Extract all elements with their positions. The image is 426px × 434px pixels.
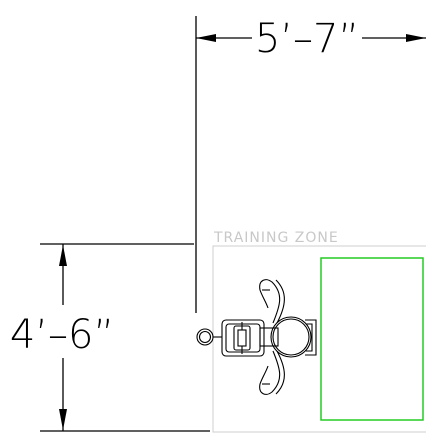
width-arrow-right bbox=[406, 34, 426, 42]
machine-top-view-icon bbox=[196, 279, 317, 395]
training-zone-label: TRAINING ZONE bbox=[213, 230, 339, 246]
height-arrow-bottom bbox=[59, 409, 67, 430]
width-dimension-label: 5’–7” bbox=[255, 16, 359, 62]
width-dimension: 5’–7” bbox=[195, 16, 426, 313]
training-zone: TRAINING ZONE bbox=[212, 230, 426, 433]
height-arrow-top bbox=[59, 245, 67, 266]
training-zone-border bbox=[212, 245, 426, 433]
equipment-footprint bbox=[320, 257, 424, 421]
height-dimension: 4’–6” bbox=[10, 243, 210, 432]
height-dimension-label: 4’–6” bbox=[10, 312, 114, 358]
width-arrow-left bbox=[196, 34, 216, 42]
